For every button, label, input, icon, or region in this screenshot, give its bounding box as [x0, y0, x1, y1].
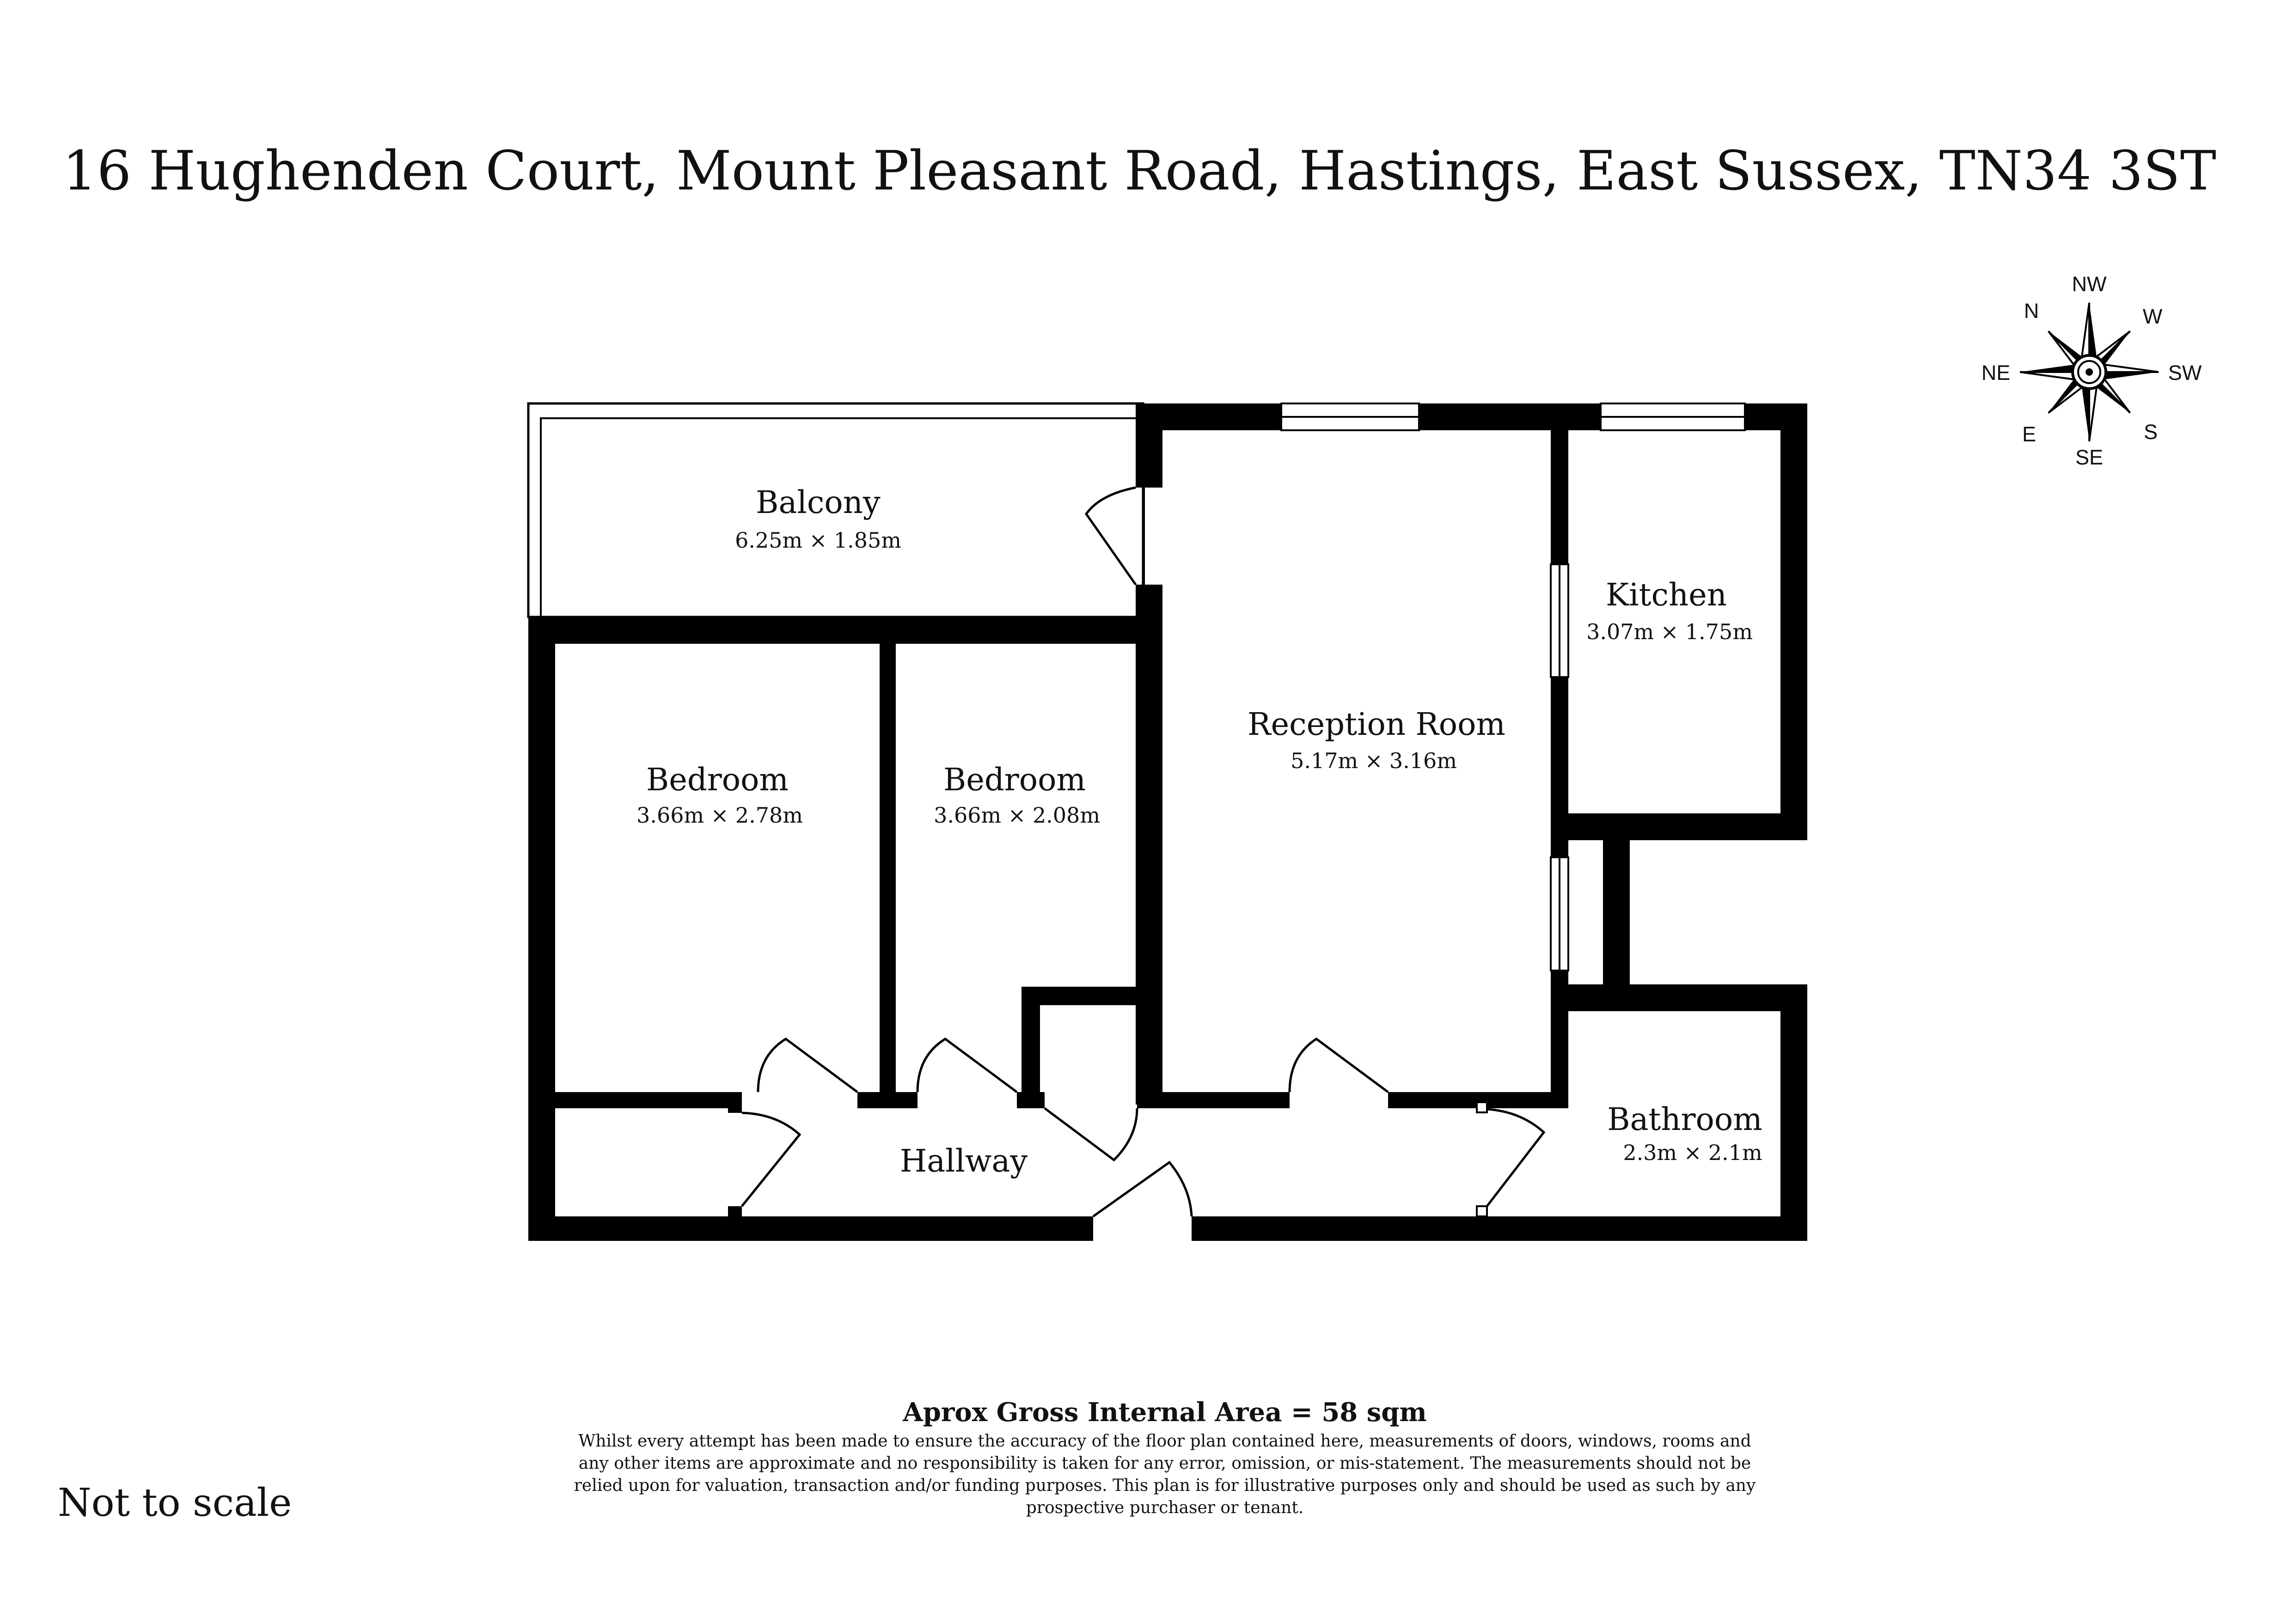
bedroom-2-name: Bedroom [943, 762, 1086, 798]
compass-label-s: S [2144, 420, 2158, 444]
balcony-dims: 6.25m × 1.85m [735, 528, 901, 553]
not-to-scale-label: Not to scale [58, 1480, 292, 1525]
room-label-balcony: Balcony 6.25m × 1.85m [735, 484, 901, 553]
room-label-reception: Reception Room 5.17m × 3.16m [1248, 706, 1505, 773]
kitchen-dims: 3.07m × 1.75m [1586, 619, 1753, 644]
bedroom-1-dims: 3.66m × 2.78m [636, 803, 803, 828]
compass-label-se: SE [2075, 446, 2103, 469]
compass-label-e: E [2022, 422, 2036, 446]
disclaimer-line-2: any other items are approximate and no r… [579, 1454, 1751, 1473]
room-label-kitchen: Kitchen 3.07m × 1.75m [1586, 577, 1753, 644]
gross-area-label: Aprox Gross Internal Area = 58 sqm [902, 1397, 1426, 1428]
bedroom-2-dims: 3.66m × 2.08m [934, 803, 1100, 828]
room-label-bedroom-2: Bedroom 3.66m × 2.08m [934, 762, 1100, 828]
kitchen-name: Kitchen [1606, 577, 1727, 613]
room-label-hallway: Hallway [900, 1143, 1028, 1179]
compass-label-n: N [2024, 299, 2039, 323]
disclaimer-line-4: prospective purchaser or tenant. [1026, 1498, 1304, 1517]
bathroom-dims: 2.3m × 2.1m [1623, 1140, 1762, 1165]
room-label-bathroom: Bathroom 2.3m × 2.1m [1607, 1101, 1762, 1165]
bathroom-name: Bathroom [1607, 1101, 1762, 1137]
room-label-bedroom-1: Bedroom 3.66m × 2.78m [636, 762, 803, 828]
bedroom-1-name: Bedroom [646, 762, 789, 798]
compass-label-ne: NE [1982, 361, 2011, 385]
floor-plan-walls [527, 402, 1807, 1241]
disclaimer-line-1: Whilst every attempt has been made to en… [578, 1432, 1751, 1451]
compass-label-w: W [2143, 305, 2163, 328]
reception-name: Reception Room [1248, 706, 1505, 742]
disclaimer-line-3: relied upon for valuation, transaction a… [574, 1476, 1756, 1495]
property-address-title: 16 Hughenden Court, Mount Pleasant Road,… [62, 139, 2216, 202]
balcony-name: Balcony [756, 484, 881, 520]
compass-label-sw: SW [2168, 361, 2202, 385]
windows [1280, 403, 1746, 1217]
compass-label-nw: NW [2072, 272, 2107, 296]
reception-dims: 5.17m × 3.16m [1291, 748, 1457, 773]
hallway-name: Hallway [900, 1143, 1028, 1179]
disclaimer: Whilst every attempt has been made to en… [574, 1432, 1756, 1517]
compass-rose-icon: NW N W NE SW E S SE [1982, 272, 2202, 469]
doors [741, 486, 1546, 1218]
